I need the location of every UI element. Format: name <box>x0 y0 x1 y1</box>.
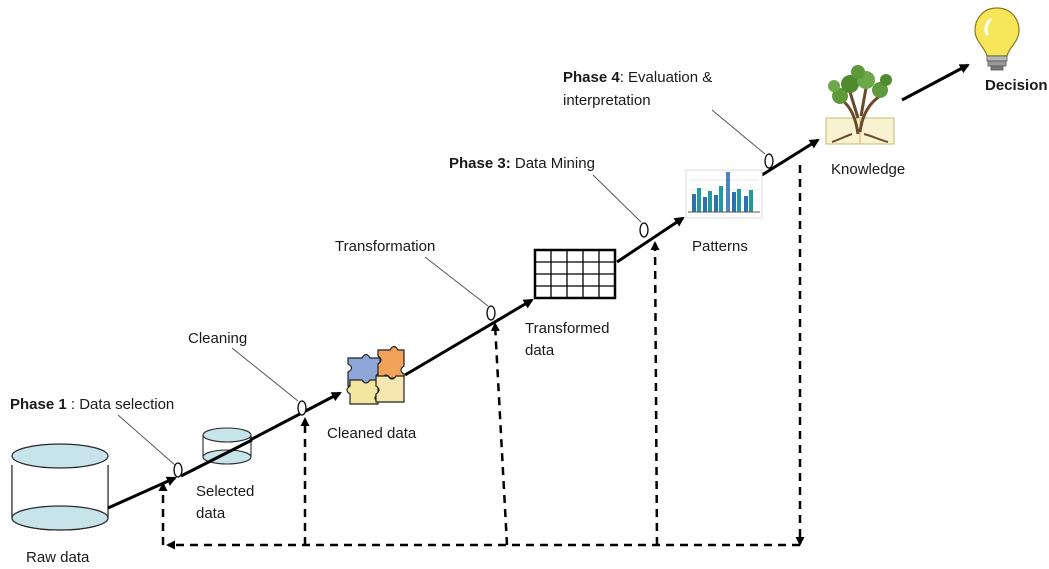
transformation-marker <box>486 305 496 321</box>
decision-label: Decision <box>985 77 1048 94</box>
cleaned-data-label: Cleaned data <box>327 425 417 442</box>
cleaning-marker <box>297 400 307 416</box>
phase4-bold: Phase 4 <box>563 69 620 86</box>
phase4-label: Phase 4: Evaluation & <box>563 68 712 88</box>
tree-book-icon <box>825 65 895 145</box>
phase4-marker <box>764 153 774 169</box>
phase1-label: Phase 1 : Data selection <box>10 395 174 415</box>
phase3-label: Phase 3: Data Mining <box>449 154 595 174</box>
cleaning-label: Cleaning <box>188 330 248 347</box>
leader-lines <box>117 109 766 466</box>
puzzle-icon <box>346 345 405 405</box>
phase1-text: : Data selection <box>66 396 175 413</box>
raw-data-database-icon <box>11 443 109 531</box>
patterns-label: Patterns <box>692 238 748 255</box>
phase3-bold: Phase 3: <box>449 155 511 172</box>
bar-chart-icon <box>685 169 763 219</box>
phase1-bold: Phase 1 <box>10 396 67 413</box>
selected-data-database-icon <box>202 427 252 465</box>
phase1-marker <box>173 462 183 478</box>
lightbulb-icon <box>974 7 1020 71</box>
transformation-label: Transformation <box>335 238 436 255</box>
phase3-text: Data Mining <box>510 155 595 172</box>
raw-data-label: Raw data <box>26 549 90 566</box>
knowledge-label: Knowledge <box>831 161 906 178</box>
selected-data-label-2: data <box>196 505 226 522</box>
grid-table-icon <box>533 248 617 300</box>
phase4-label-line2: interpretation <box>563 92 651 109</box>
selected-data-label-1: Selected <box>196 483 255 500</box>
feedback-loop <box>158 165 805 550</box>
transformed-data-label-2: data <box>525 342 555 359</box>
phase4-text: : Evaluation & <box>619 69 713 86</box>
transformed-data-label-1: Transformed <box>525 320 610 337</box>
phase3-marker <box>639 222 649 238</box>
phase-markers <box>173 153 774 478</box>
